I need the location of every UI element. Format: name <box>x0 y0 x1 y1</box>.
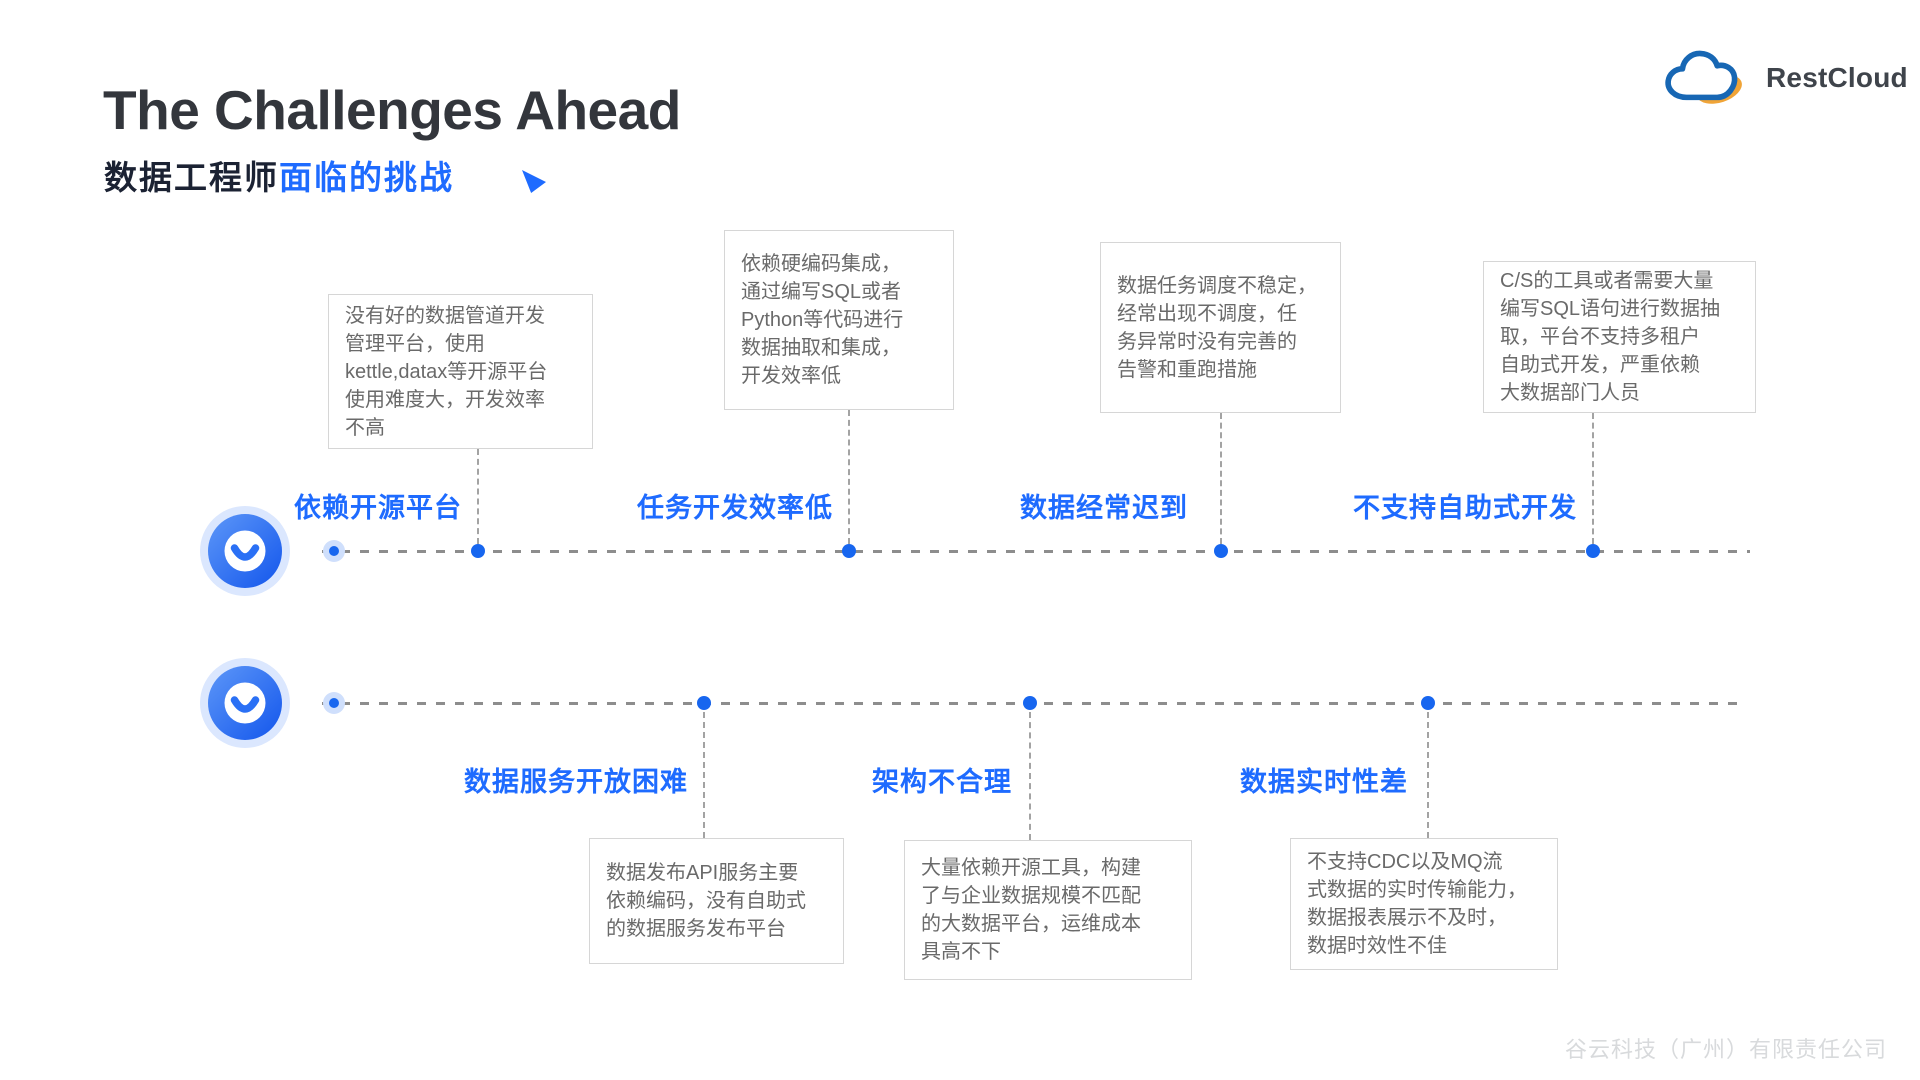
challenge-label: 不支持自助式开发 <box>1353 493 1577 523</box>
page-title: The Challenges Ahead <box>103 79 681 141</box>
challenge-label: 数据服务开放困难 <box>464 767 688 797</box>
footer-company: 谷云科技（广州）有限责任公司 <box>1564 1037 1887 1062</box>
connector <box>848 410 850 544</box>
note-box-open-source: 没有好的数据管道开发 管理平台，使用 kettle,datax等开源平台 使用难… <box>328 294 593 449</box>
challenge-label: 数据经常迟到 <box>1020 493 1188 523</box>
timeline-start-dot <box>323 540 345 562</box>
challenge-label: 任务开发效率低 <box>637 493 833 523</box>
challenge-label: 依赖开源平台 <box>294 493 462 523</box>
timeline-dot <box>842 544 856 558</box>
connector <box>1029 712 1031 840</box>
smiley-badge-icon <box>199 505 291 597</box>
timeline-dot <box>471 544 485 558</box>
timeline-dot <box>1023 696 1037 710</box>
connector <box>477 449 479 544</box>
note-box-architecture: 大量依赖开源工具，构建 了与企业数据规模不匹配 的大数据平台，运维成本 具高不下 <box>904 840 1192 980</box>
note-box-api-service: 数据发布API服务主要 依赖编码，没有自助式 的数据服务发布平台 <box>589 838 844 964</box>
timeline-start-dot <box>323 692 345 714</box>
connector <box>1220 413 1222 544</box>
subtitle-arrow-icon <box>522 170 546 193</box>
connector <box>1592 413 1594 544</box>
smiley-badge-icon <box>199 657 291 749</box>
restcloud-logo: RestCloud <box>1658 46 1908 110</box>
timeline-dot <box>1214 544 1228 558</box>
note-box-self-service: C/S的工具或者需要大量 编写SQL语句进行数据抽 取，平台不支持多租户 自助式… <box>1483 261 1756 413</box>
subtitle-blue-part: 面临的挑战 <box>279 159 454 196</box>
challenge-label: 数据实时性差 <box>1240 767 1408 797</box>
subtitle-dark-part: 数据工程师 <box>104 159 279 196</box>
connector <box>703 712 705 838</box>
logo-text: RestCloud <box>1766 62 1908 93</box>
timeline-dot <box>1421 696 1435 710</box>
connector <box>1427 712 1429 838</box>
page-subtitle: 数据工程师面临的挑战 <box>104 159 454 196</box>
challenge-label: 架构不合理 <box>872 767 1012 797</box>
cloud-icon <box>1665 50 1742 104</box>
note-box-data-late: 数据任务调度不稳定， 经常出现不调度，任 务异常时没有完善的 告警和重跑措施 <box>1100 242 1341 413</box>
timeline-dot <box>1586 544 1600 558</box>
timeline-dot <box>697 696 711 710</box>
note-box-dev-efficiency: 依赖硬编码集成， 通过编写SQL或者 Python等代码进行 数据抽取和集成， … <box>724 230 954 410</box>
note-box-realtime: 不支持CDC以及MQ流 式数据的实时传输能力， 数据报表展示不及时， 数据时效性… <box>1290 838 1558 970</box>
timeline-row-1 <box>322 550 1750 553</box>
